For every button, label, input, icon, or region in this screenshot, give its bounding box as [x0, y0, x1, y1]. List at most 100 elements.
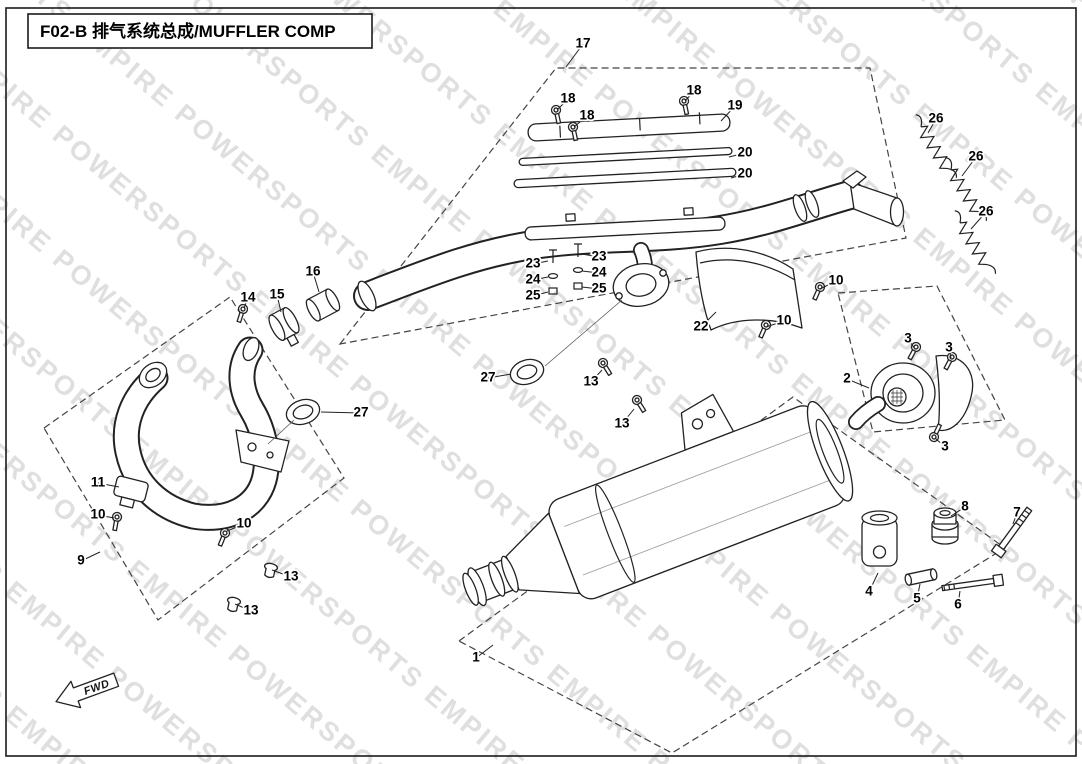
- part-number-3: 3: [941, 439, 949, 454]
- bolt-icon: [678, 95, 692, 116]
- pipe-clamp-band: [113, 475, 149, 509]
- part-number-7: 7: [1013, 505, 1021, 520]
- part-number-22: 22: [693, 319, 708, 334]
- leader-line: [720, 105, 736, 122]
- title-block: F02-B 排气系统总成/MUFFLER COMP: [27, 13, 373, 49]
- bolt-icon: [630, 393, 649, 415]
- heat-shield-bracket: [695, 247, 827, 340]
- mount-spacer: [904, 568, 938, 586]
- part-number-24: 24: [525, 272, 541, 287]
- part-number-18: 18: [579, 108, 595, 123]
- part-number-20: 20: [737, 145, 752, 160]
- leader-line: [961, 156, 977, 177]
- leader-line: [765, 320, 785, 328]
- part-number-13: 13: [283, 569, 299, 584]
- part-number-27: 27: [480, 370, 495, 385]
- part-number-15: 15: [269, 287, 285, 302]
- heat-shield-lower: [524, 207, 726, 241]
- leader-line: [1012, 512, 1018, 525]
- watermark-text: POWERSPORTS EMPIRE POWERSPORTS EMPIRE PO…: [238, 0, 1082, 677]
- part-number-10: 10: [776, 313, 791, 328]
- leader-line: [957, 590, 961, 606]
- exhaust-port-flange: [544, 242, 670, 367]
- leader-line: [700, 311, 717, 328]
- outlet-flange: [848, 340, 974, 444]
- part-number-13: 13: [243, 603, 259, 618]
- boundary-frontpipe-assembly: [43, 296, 345, 621]
- part-number-26: 26: [968, 149, 984, 164]
- leader-line: [846, 378, 870, 389]
- part-number-10: 10: [236, 516, 251, 531]
- pipe-sleeve: [305, 288, 341, 322]
- leader-line: [573, 115, 588, 128]
- mount-bolt-short: [941, 573, 1005, 592]
- part-number-13: 13: [583, 374, 599, 389]
- part-number-26: 26: [928, 111, 944, 126]
- leader-line: [581, 270, 600, 274]
- part-number-24: 24: [591, 265, 607, 280]
- leader-line: [565, 43, 584, 68]
- part-number-1: 1: [472, 650, 480, 665]
- part-number-8: 8: [961, 499, 969, 514]
- leader-line: [950, 506, 966, 517]
- leader-line: [927, 118, 937, 134]
- leader-line: [243, 297, 249, 309]
- mount-clamp: [861, 510, 898, 567]
- leader-line: [80, 551, 101, 562]
- leader-line: [312, 271, 320, 293]
- leader-line: [819, 280, 837, 290]
- leader-line: [621, 408, 635, 425]
- leader-line: [475, 644, 494, 659]
- part-number-10: 10: [828, 273, 843, 288]
- part-number-23: 23: [525, 256, 541, 271]
- shield-fasteners: [547, 243, 584, 295]
- mount-bolt-long: [990, 506, 1033, 559]
- page-border: [5, 7, 1077, 757]
- boundary-header-assembly: [338, 67, 907, 345]
- part-number-19: 19: [727, 98, 742, 113]
- part-number-3: 3: [904, 331, 912, 346]
- gaskets: [267, 358, 545, 445]
- leader-line: [487, 373, 512, 379]
- part-number-9: 9: [77, 553, 85, 568]
- leader-line: [234, 603, 252, 612]
- part-number-25: 25: [591, 281, 607, 296]
- leader-line: [948, 347, 952, 359]
- leader-line: [730, 173, 746, 179]
- boundary-flange-assembly: [837, 285, 1006, 433]
- part-number-2: 2: [843, 371, 851, 386]
- heat-shield-plates: [513, 112, 737, 189]
- leader-line: [907, 338, 916, 350]
- leader-line: [97, 514, 115, 519]
- part-number-3: 3: [945, 340, 953, 355]
- leader-line: [276, 294, 282, 313]
- callout-layer: 1718181819202026262623242523242522101016…: [75, 34, 1022, 667]
- title-box: [27, 13, 373, 49]
- pipe-clamp: [268, 307, 300, 347]
- part-number-18: 18: [560, 91, 576, 106]
- leader-line: [590, 369, 603, 383]
- leader-line: [320, 411, 362, 414]
- muffler: [462, 393, 854, 607]
- leader-line: [532, 276, 549, 281]
- part-number-26: 26: [978, 204, 994, 219]
- part-number-14: 14: [240, 290, 256, 305]
- leader-line: [556, 98, 569, 111]
- leader-line: [684, 90, 695, 102]
- leader-line: [271, 569, 292, 578]
- part-number-23: 23: [591, 249, 607, 264]
- mount-bushing: [931, 507, 959, 545]
- clamp-bolt-icon: [233, 302, 250, 324]
- header-pipe: [353, 170, 905, 312]
- front-pipe: [109, 336, 290, 614]
- part-number-16: 16: [305, 264, 321, 279]
- part-number-10: 10: [90, 507, 105, 522]
- leader-line: [97, 482, 120, 488]
- part-number-11: 11: [91, 475, 106, 490]
- part-number-27: 27: [353, 405, 368, 420]
- leader-line: [728, 152, 746, 158]
- leader-line: [868, 572, 879, 593]
- leader-line: [970, 211, 987, 230]
